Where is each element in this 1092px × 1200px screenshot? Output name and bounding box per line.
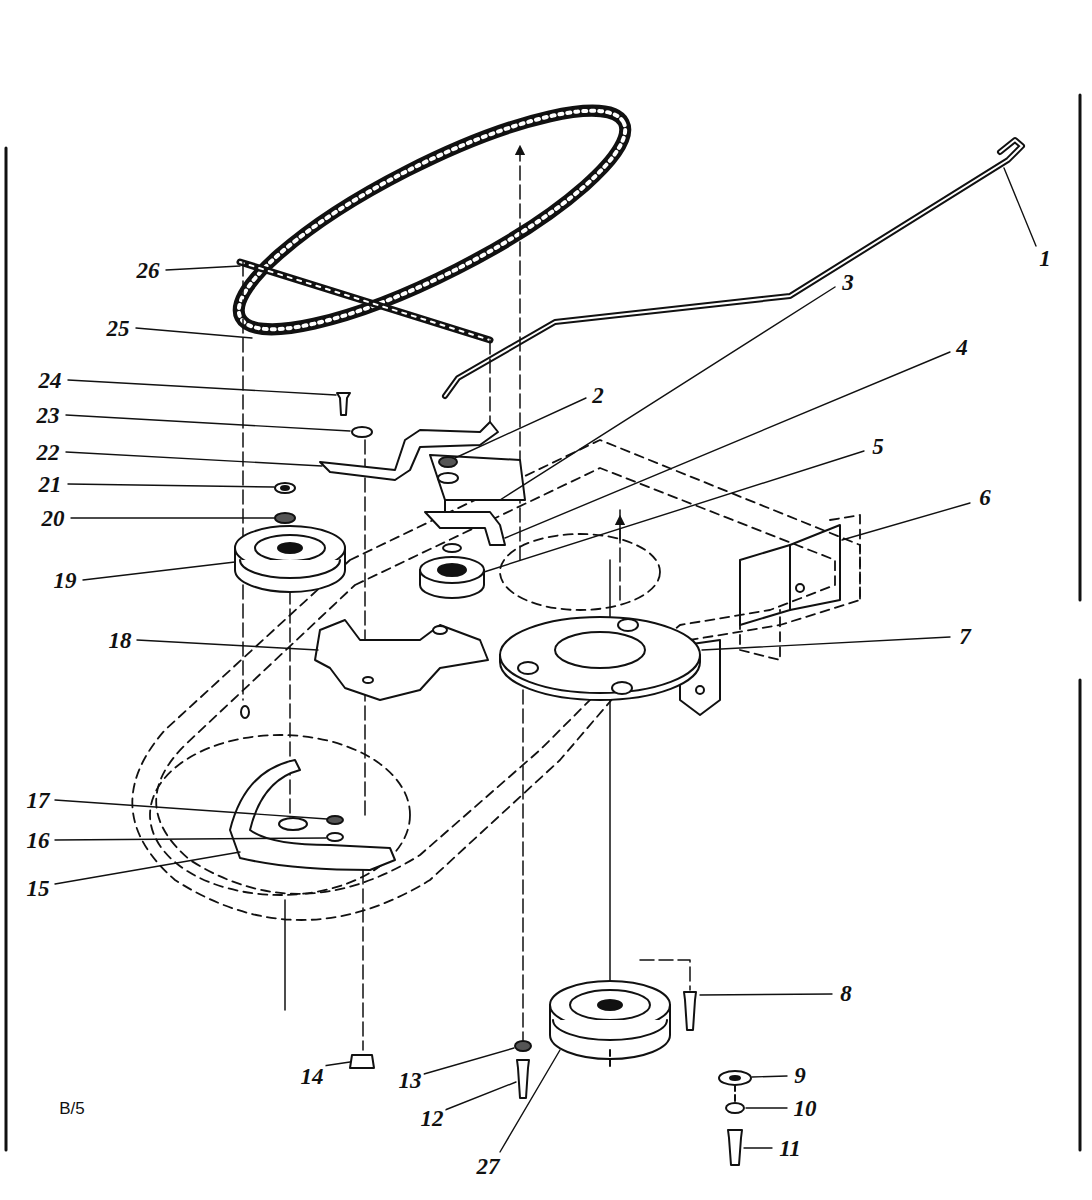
drive-belt (215, 73, 648, 366)
callout-number: 1 (1037, 247, 1053, 270)
callout-number: 7 (957, 625, 973, 648)
callout-number: 4 (954, 336, 970, 359)
callout-number: 23 (35, 404, 62, 427)
callout-number: 19 (52, 569, 79, 592)
callout-number: 3 (840, 271, 856, 294)
drive-pulley (235, 526, 345, 592)
mounting-ring (500, 617, 700, 700)
callout-number: 12 (419, 1107, 446, 1130)
callout-number: 2 (590, 384, 606, 407)
fasteners (350, 992, 751, 1165)
callout-number: 5 (870, 435, 886, 458)
page-border (6, 95, 1080, 1150)
callout-number: 11 (777, 1137, 803, 1160)
blade-pulley (550, 981, 670, 1059)
callout-number: 20 (40, 507, 67, 530)
callout-number: 17 (25, 789, 52, 812)
callout-number: 15 (25, 877, 52, 900)
callout-number: 9 (792, 1064, 808, 1087)
pulley-bracket (315, 620, 488, 700)
callout-number: 27 (475, 1155, 502, 1178)
callout-number: 14 (299, 1065, 326, 1088)
sheet-code: B/5 (57, 1100, 87, 1117)
idler-pulley (420, 544, 484, 598)
callout-number: 25 (105, 317, 132, 340)
assembly-axis (243, 150, 690, 1050)
callout-number: 10 (792, 1097, 819, 1120)
belt-guide (230, 760, 395, 870)
callout-number: 8 (838, 982, 854, 1005)
callout-number: 6 (977, 486, 993, 509)
callout-number: 13 (397, 1069, 424, 1092)
deck-outline (132, 440, 860, 920)
leader-lines (55, 168, 1036, 1152)
callout-number: 24 (37, 369, 64, 392)
belt-strap (240, 262, 490, 340)
callout-number: 18 (107, 629, 134, 652)
callout-number: 22 (35, 441, 62, 464)
callout-number: 21 (37, 473, 64, 496)
callout-number: 26 (135, 259, 162, 282)
callout-number: 16 (25, 829, 52, 852)
